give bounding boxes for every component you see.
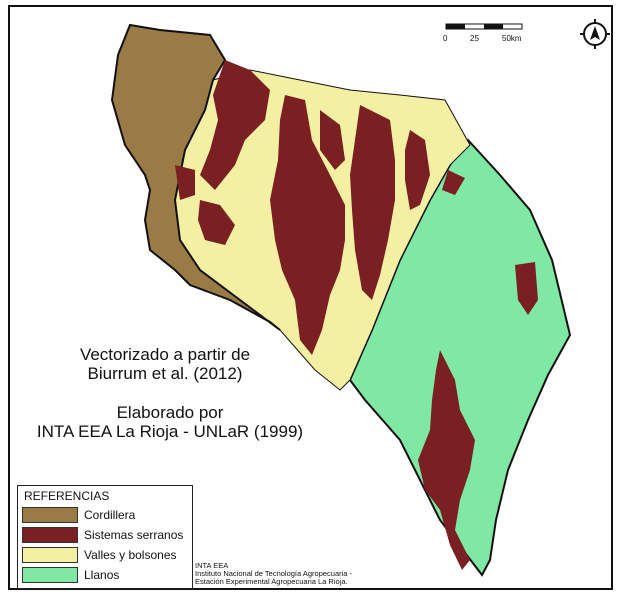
- credit-caption-line1: Elaborado por: [116, 403, 224, 422]
- legend-item-llanos: Llanos: [22, 567, 190, 585]
- region-serranos: [175, 60, 538, 570]
- scale-label-50km: 50km: [502, 34, 522, 43]
- legend-label-valles: Valles y bolsones: [84, 548, 177, 562]
- institution-credit: INTA EEA Instituto Nacional de Tecnologí…: [195, 562, 352, 586]
- legend-item-cordillera: Cordillera: [22, 507, 190, 525]
- credit-line-2: Instituto Nacional de Tecnología Agropec…: [195, 569, 353, 578]
- source-caption-line1: Vectorizado a partir de: [79, 345, 251, 364]
- page-border: [8, 5, 613, 590]
- north-arrow-icon: [580, 19, 610, 49]
- credit-caption: Elaborado por INTA EEA La Rioja - UNLaR …: [20, 403, 320, 441]
- legend-item-valles: Valles y bolsones: [22, 547, 190, 565]
- legend-swatch-cordillera: [22, 507, 78, 523]
- credit-line-3: Estación Experimental Agropecuaria La Ri…: [195, 577, 348, 586]
- scale-label-25: 25: [470, 34, 479, 43]
- source-caption: Vectorizado a partir de Biurrum et al. (…: [40, 345, 290, 383]
- scale-bar-graphic: [445, 23, 523, 30]
- scale-bar: 0 25 50km: [438, 20, 533, 50]
- legend-swatch-serranos: [22, 527, 78, 543]
- legend-label-cordillera: Cordillera: [84, 508, 136, 522]
- legend-title: REFERENCIAS: [24, 489, 110, 503]
- source-caption-line2: Biurrum et al. (2012): [87, 364, 243, 383]
- region-cordillera: [110, 23, 281, 331]
- credit-line-1: INTA EEA: [195, 561, 229, 570]
- legend-swatch-valles: [22, 547, 78, 563]
- legend-item-serranos: Sistemas serranos: [22, 527, 190, 545]
- legend-label-llanos: Llanos: [84, 568, 120, 582]
- legend-label-serranos: Sistemas serranos: [84, 528, 184, 542]
- scale-label-0: 0: [443, 34, 448, 43]
- legend-swatch-llanos: [22, 567, 78, 583]
- legend: REFERENCIAS Cordillera Sistemas serranos…: [17, 485, 193, 589]
- credit-caption-line2: INTA EEA La Rioja - UNLaR (1999): [36, 422, 304, 441]
